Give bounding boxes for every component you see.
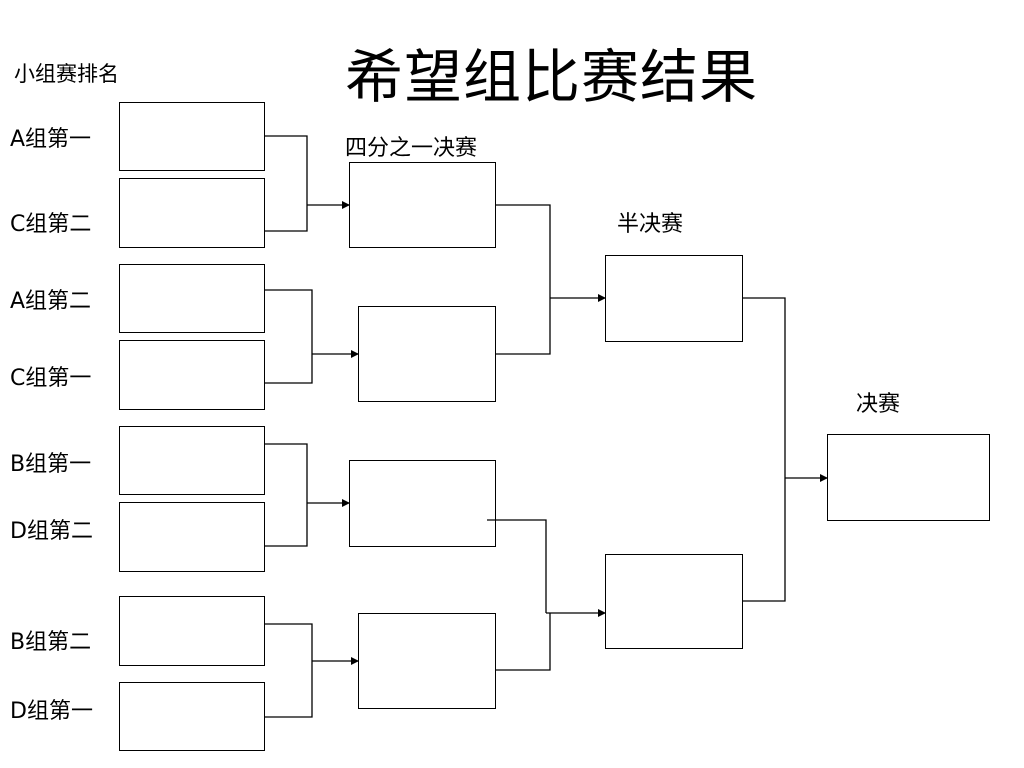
quarterfinal-box-4 [358, 613, 496, 709]
seed-label-2: C组第二 [10, 212, 92, 237]
seed-label-6: D组第二 [10, 519, 93, 544]
quarterfinal-label: 四分之一决赛 [345, 136, 478, 161]
seed-box-8 [119, 682, 265, 751]
seed-box-4 [119, 340, 265, 410]
connector-seeds-1-2 [265, 135, 308, 232]
connector-seeds-3-4 [265, 289, 313, 384]
seed-box-1 [119, 102, 265, 171]
seed-label-7: B组第二 [10, 630, 92, 655]
seed-label-3: A组第二 [10, 289, 92, 314]
quarterfinal-box-3 [349, 460, 496, 547]
seed-label-8: D组第一 [10, 699, 93, 724]
connector-seeds-7-8 [265, 623, 313, 718]
seed-label-4: C组第一 [10, 366, 92, 391]
semifinal-box-2 [605, 554, 743, 649]
quarterfinal-box-2 [358, 306, 496, 402]
seed-box-2 [119, 178, 265, 248]
connector-quarterfinal-3 [487, 519, 547, 613]
final-box [827, 434, 990, 521]
seed-box-6 [119, 502, 265, 572]
seed-label-5: B组第一 [10, 452, 92, 477]
semifinal-label: 半决赛 [617, 212, 684, 237]
connector-quarterfinal-1-2 [496, 204, 551, 355]
final-label: 决赛 [856, 392, 901, 417]
connector-seeds-5-6 [265, 443, 308, 547]
seed-label-1: A组第一 [10, 127, 92, 152]
connector-quarterfinal-4 [496, 613, 551, 671]
seed-box-7 [119, 596, 265, 666]
quarterfinal-box-1 [349, 162, 496, 248]
page-title: 希望组比赛结果 [345, 43, 759, 111]
seed-box-5 [119, 426, 265, 495]
semifinal-box-1 [605, 255, 743, 342]
seed-box-3 [119, 264, 265, 333]
connector-semifinals [743, 297, 786, 602]
group-ranking-heading: 小组赛排名 [14, 62, 119, 86]
